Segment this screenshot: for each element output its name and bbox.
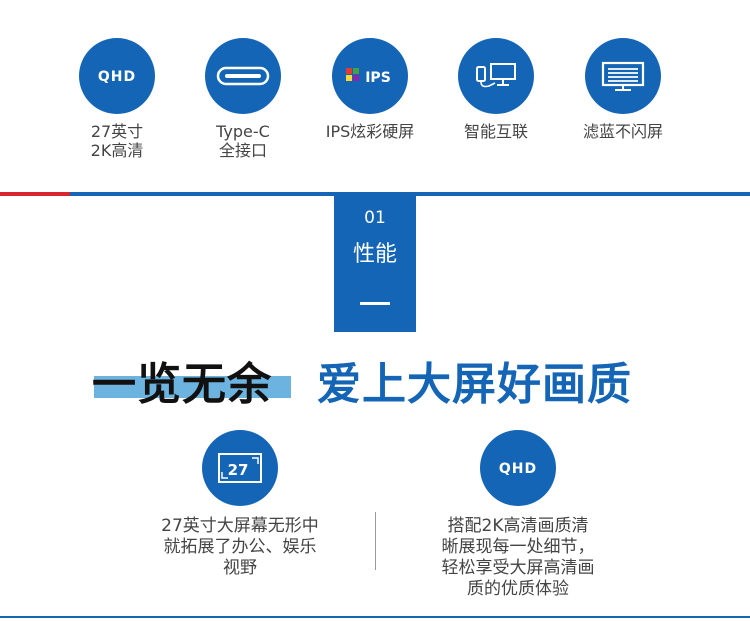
feature-low-blue-light: 滤蓝不闪屏	[563, 38, 683, 141]
ips-icon: IPS	[332, 38, 408, 114]
feature-type-c: Type-C 全接口	[183, 38, 303, 160]
svg-text:QHD: QHD	[499, 461, 537, 477]
svg-text:QHD: QHD	[98, 69, 136, 85]
feature-ips: IPS IPS炫彩硬屏	[310, 38, 430, 141]
feature-qhd: QHD 27英寸 2K高清	[57, 38, 177, 160]
feature-label: 27英寸 2K高清	[90, 122, 144, 160]
feature-label: Type-C 全接口	[216, 122, 270, 160]
headline-right: 爱上大屏好画质	[317, 359, 632, 410]
headline-highlight	[94, 376, 291, 398]
feature-label: IPS炫彩硬屏	[325, 122, 415, 141]
devices-icon	[458, 38, 534, 114]
monitor-icon	[585, 38, 661, 114]
bottom-line	[0, 616, 750, 618]
qhd-icon: QHD	[480, 430, 556, 506]
feature-label: 智能互联	[463, 122, 528, 141]
section-title: 性能	[352, 242, 397, 267]
section-badge: 01 性能	[334, 196, 416, 332]
headline-left: 一览无余	[92, 359, 272, 410]
section-dash	[360, 302, 390, 305]
detail-text: 搭配2K高清画质清 晰展现每一处细节， 轻松享受大屏高清画 质的优质体验	[441, 516, 595, 599]
divider-accent	[0, 192, 70, 196]
svg-text:IPS: IPS	[365, 70, 391, 86]
detail-qhd: QHD 搭配2K高清画质清 晰展现每一处细节， 轻松享受大屏高清画 质的优质体验	[408, 430, 628, 600]
svg-text:27: 27	[228, 461, 249, 479]
section-divider	[0, 192, 750, 196]
usb-type-c-icon	[205, 38, 281, 114]
qhd-icon: QHD	[79, 38, 155, 114]
detail-screen-size: 27 27英寸大屏幕无形中 就拓展了办公、娱乐 视野	[130, 430, 350, 579]
detail-text: 27英寸大屏幕无形中 就拓展了办公、娱乐 视野	[161, 516, 319, 578]
vertical-separator	[375, 512, 376, 570]
feature-label: 滤蓝不闪屏	[582, 122, 663, 141]
headline: 一览无余 爱上大屏好画质	[0, 344, 750, 410]
27-inch-icon: 27	[202, 430, 278, 506]
section-number: 01	[364, 208, 386, 228]
feature-smart-connect: 智能互联	[436, 38, 556, 141]
